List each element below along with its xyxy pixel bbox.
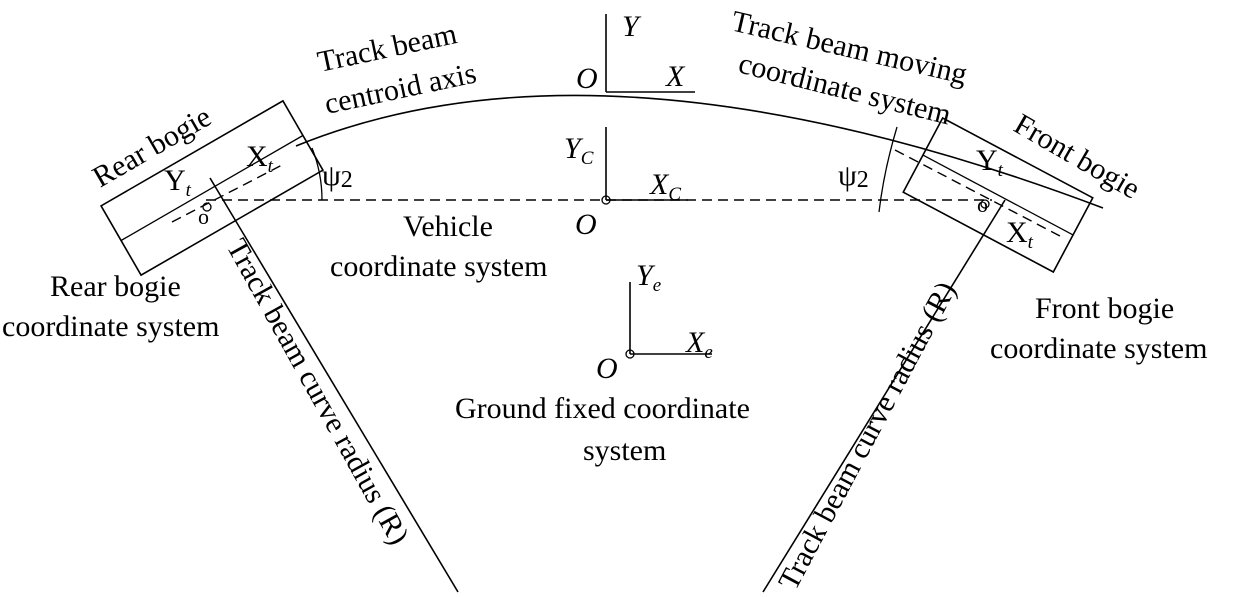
- rear-bogie-box: [99, 99, 325, 277]
- rear-bogie-origin-marker: [202, 202, 212, 212]
- rear-bogie-y-label: Yt: [164, 164, 192, 201]
- front-bogie-origin-marker: [980, 199, 990, 209]
- rear-angle-label: ψ2: [322, 159, 353, 193]
- rear-bogie-cs-label-2: coordinate system: [2, 310, 219, 343]
- front-bogie-cs-label-2: coordinate system: [990, 332, 1207, 365]
- front-bogie-x-label: Xt: [1006, 216, 1034, 253]
- rear-angle-arc: [311, 147, 323, 201]
- ground-fixed-cs-label-2: system: [583, 434, 666, 467]
- rear-bogie-label: Rear bogie: [87, 100, 217, 194]
- front-angle-arc: [878, 126, 898, 213]
- ground-fixed-cs-label-1: Ground fixed coordinate: [455, 392, 750, 425]
- front-bogie-cs-label-1: Front bogie: [1035, 292, 1174, 325]
- front-bogie-origin-label: o: [977, 192, 988, 217]
- front-bogie-box: [902, 116, 1094, 274]
- front-radius-label: Track beam curve radius (R): [772, 276, 963, 595]
- rear-bogie-dashed-axis: [171, 164, 283, 223]
- beam-origin-label: O: [576, 62, 598, 95]
- rear-radius-line: [209, 177, 459, 593]
- vehicle-x-label: XC: [649, 168, 681, 205]
- front-radius-line: [762, 199, 1006, 593]
- vehicle-cs-label-1: Vehicle: [403, 210, 493, 243]
- rear-bogie-origin-label: o: [198, 204, 209, 229]
- front-bogie-label: Front bogie: [1009, 107, 1146, 205]
- vehicle-y-label: YC: [564, 132, 594, 169]
- beam-x-label: X: [665, 60, 686, 93]
- rear-bogie-x-label: Xt: [246, 140, 274, 177]
- front-angle-label: ψ2: [838, 159, 869, 193]
- rear-bogie-cs-label-1: Rear bogie: [50, 270, 181, 303]
- vehicle-cs-label-2: coordinate system: [330, 250, 547, 283]
- ground-origin-label: O: [596, 352, 618, 385]
- beam-y-label: Y: [622, 10, 642, 43]
- ground-x-label: Xe: [685, 326, 713, 363]
- track-beam-centroid-arc: [295, 94, 1104, 209]
- front-bogie-y-label: Yt: [976, 144, 1004, 181]
- ground-y-label: Ye: [636, 259, 661, 296]
- vehicle-origin-label: O: [575, 208, 597, 241]
